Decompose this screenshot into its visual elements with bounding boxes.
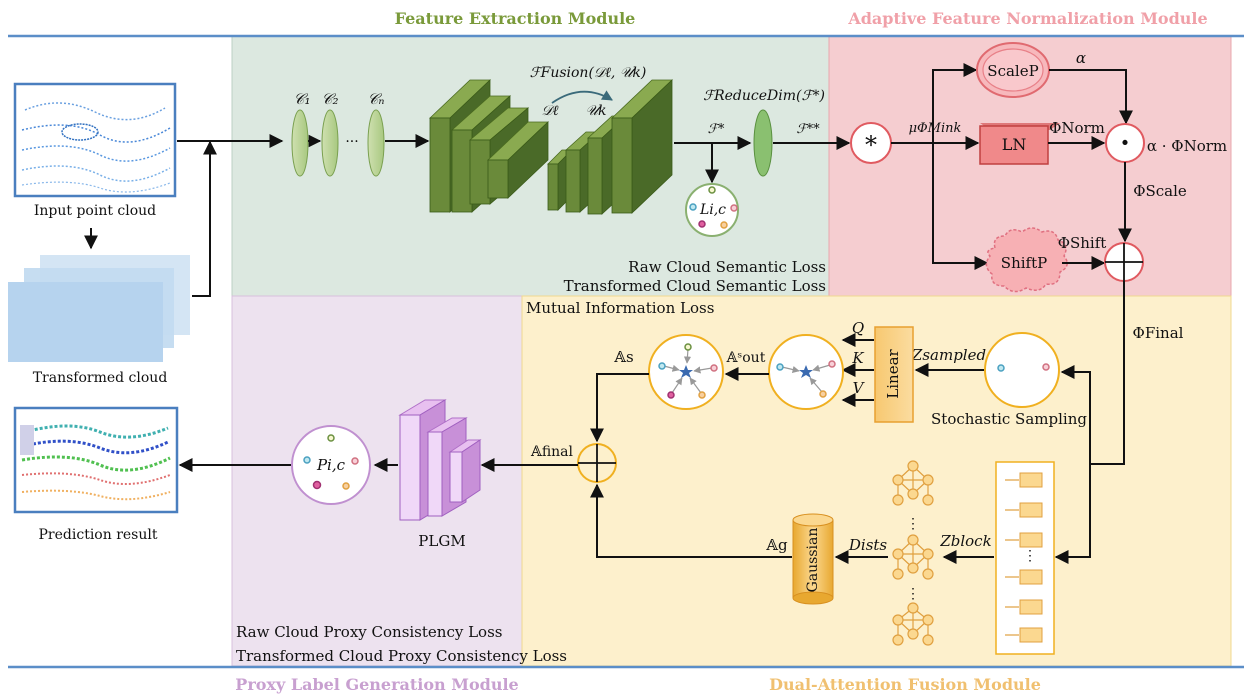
- gaussian-to-plus-path: [590, 483, 792, 558]
- graph-icons: ⋮ ⋮: [892, 460, 934, 646]
- alpha-phi-label: α · ΦNorm: [1147, 137, 1227, 155]
- graph-icon-3: [892, 602, 934, 646]
- feature-extraction-title: Feature Extraction Module: [395, 9, 636, 28]
- z-sampled-label: Zsampled: [911, 346, 986, 364]
- encoder-decoder-blocks: [428, 79, 674, 215]
- linear-layer-node: [874, 326, 914, 423]
- f-starstar-label: ℱ**: [796, 122, 820, 137]
- proxy-label-title: Proxy Label Generation Module: [235, 675, 518, 694]
- scalep-node: [976, 42, 1050, 98]
- conv-disk-c2: [321, 109, 339, 177]
- phi-shift-label: ΦShift: [1058, 234, 1107, 252]
- svg-text:⋮: ⋮: [906, 586, 920, 602]
- transformed-to-encoder-path: [192, 140, 217, 297]
- transformed-cloud-image: [8, 255, 190, 362]
- ln-label: LN: [1002, 135, 1027, 154]
- reduce-dim-label: ℱReduceDim(ℱ*): [703, 88, 825, 104]
- z-block-column: ⋮: [995, 461, 1055, 655]
- star-operator-label: *: [865, 131, 877, 159]
- gaussian-cylinder: [792, 513, 834, 605]
- fusion-curve-arrow: [551, 90, 613, 104]
- a-final-label: 𝔸final: [530, 444, 574, 460]
- phi-final-to-block: [1054, 464, 1091, 564]
- transformed-semantic-loss-label: Transformed Cloud Semantic Loss: [564, 277, 826, 295]
- prediction-result-label: Prediction result: [39, 527, 158, 543]
- scalep-label: ScaleP: [987, 62, 1038, 80]
- p-ic-label: Pi,c: [316, 456, 346, 474]
- conv-disk-c1: [291, 109, 309, 177]
- a-out-label: 𝔸ˢout: [726, 350, 766, 366]
- encoder-block-4: [486, 121, 550, 199]
- semantic-loss-node: [685, 183, 739, 237]
- attention-node-right: [768, 334, 844, 410]
- label-c1: 𝒞₁: [294, 90, 311, 108]
- k-label: K: [851, 349, 864, 367]
- raw-semantic-loss-label: Raw Cloud Semantic Loss: [628, 258, 826, 276]
- l-ic-label: Li,c: [699, 202, 726, 218]
- transformed-cloud-label: Transformed cloud: [33, 370, 168, 386]
- phi-final-label: ΦFinal: [1133, 324, 1184, 342]
- graph-icon-1: [892, 460, 934, 506]
- attention-node-left: [648, 334, 724, 410]
- z-sampled-node: [984, 332, 1060, 408]
- fusion-label: ℱFusion(𝒟ℓ, 𝒰k): [530, 65, 647, 81]
- dot-operator-label: ·: [1120, 126, 1130, 159]
- prediction-result-image: [13, 406, 179, 514]
- mutual-information-loss-label: Mutual Information Loss: [526, 299, 714, 317]
- svg-text:⋮: ⋮: [906, 516, 920, 532]
- shiftp-label: ShiftP: [1001, 254, 1047, 272]
- plgm-label: PLGM: [418, 532, 465, 550]
- mu-label: μΦMink: [909, 121, 962, 136]
- svg-text:⋮: ⋮: [1023, 548, 1037, 564]
- input-point-cloud-label: Input point cloud: [34, 203, 156, 219]
- v-label: V: [853, 379, 866, 397]
- disk-ellipsis: ···: [345, 134, 358, 150]
- dists-label: Dists: [848, 536, 888, 554]
- scalep-to-dot-arrow: [1049, 69, 1133, 125]
- d-l-label: 𝒟ℓ: [541, 103, 558, 119]
- linear-label: Linear: [884, 348, 902, 398]
- plgm-blocks: [398, 399, 482, 521]
- phi-final-to-sampled: [1060, 365, 1091, 464]
- dual-attention-title: Dual-Attention Fusion Module: [769, 675, 1041, 694]
- alpha-label: α: [1076, 49, 1086, 67]
- att-left-to-plus: [590, 373, 649, 443]
- graph-icon-2: [892, 534, 934, 580]
- input-point-cloud-image: [13, 82, 177, 198]
- branch-to-shiftp: [932, 143, 989, 270]
- proxy-label-node: [291, 425, 371, 505]
- stochastic-sampling-label: Stochastic Sampling: [931, 410, 1087, 428]
- raw-proxy-loss-label: Raw Cloud Proxy Consistency Loss: [236, 623, 502, 641]
- label-cn: 𝒞ₙ: [367, 90, 384, 108]
- phi-norm-label: ΦNorm: [1049, 119, 1105, 137]
- a-s-label: 𝔸s: [613, 348, 633, 366]
- adaptive-normalization-title: Adaptive Feature Normalization Module: [847, 9, 1207, 28]
- z-block-label: Zblock: [939, 532, 991, 550]
- fusion-plus-node: [577, 443, 617, 483]
- branch-to-scalep: [932, 63, 978, 143]
- decoder-block-4: [610, 79, 674, 214]
- f-star-label: ℱ*: [708, 122, 725, 137]
- q-label: Q: [852, 319, 864, 337]
- shiftp-node: [985, 227, 1068, 293]
- u-k-label: 𝒰k: [585, 103, 606, 119]
- label-c2: 𝒞₂: [322, 90, 339, 108]
- a-g-label: 𝔸g: [765, 536, 788, 554]
- phi-final-path: [1090, 281, 1125, 465]
- conv-disk-cn: [367, 109, 385, 177]
- gaussian-label: Gaussian: [805, 528, 821, 593]
- ln-node: [979, 123, 1060, 165]
- plus-operator-node: [1104, 242, 1144, 282]
- transformed-proxy-loss-label: Transformed Cloud Proxy Consistency Loss: [236, 647, 567, 665]
- reduce-dim-disk: [753, 109, 773, 177]
- phi-scale-label: ΦScale: [1133, 182, 1187, 200]
